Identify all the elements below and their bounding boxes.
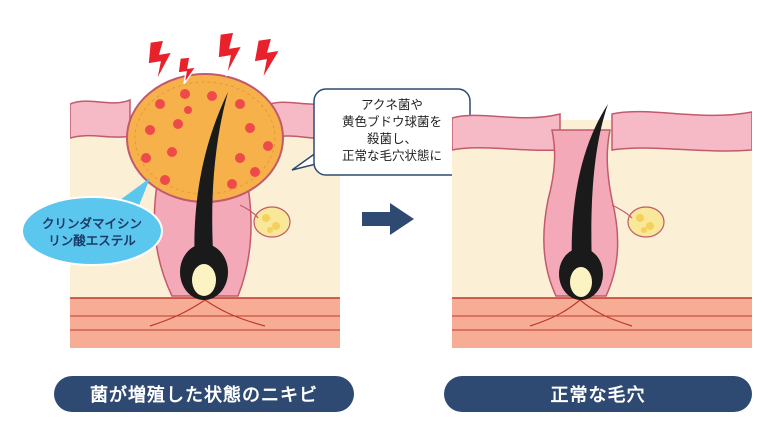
- right-sebaceous-gland: [611, 204, 665, 238]
- right-skin-cross-section: [452, 104, 752, 348]
- arrow-icon: [362, 203, 414, 235]
- speech-bubble-line: 黄色ブドウ球菌を: [341, 114, 442, 129]
- speech-bubble-line: アクネ菌や: [361, 97, 423, 112]
- right-epidermis: [452, 113, 561, 152]
- bacteria-dots: [141, 89, 273, 189]
- lightning-icon: [253, 37, 282, 81]
- medicine-label-line: リン酸エステル: [48, 233, 136, 248]
- speech-bubble-line: 殺菌し、: [366, 131, 417, 146]
- speech-bubble-line: 正常な毛穴状態に: [341, 148, 442, 163]
- medicine-label: クリンダマイシン リン酸エステル: [26, 215, 158, 249]
- medicine-label-line: クリンダマイシン: [41, 216, 142, 231]
- right-hair-shaft: [571, 104, 608, 268]
- left-epidermis: [70, 98, 131, 139]
- lightning-icon: [147, 39, 174, 83]
- right-fat-layer: [452, 298, 752, 348]
- medicine-bubble: [21, 178, 163, 266]
- left-skin-cross-section: [70, 73, 340, 348]
- left-fat-layer: [70, 298, 340, 348]
- lightning-icons: [147, 31, 282, 85]
- left-sebaceous-gland: [239, 204, 291, 238]
- right-caption: 正常な毛穴: [444, 376, 752, 412]
- right-epidermis-2: [611, 110, 752, 152]
- left-caption: 菌が増殖した状態のニキビ: [54, 376, 354, 412]
- speech-bubble-text: アクネ菌や 黄色ブドウ球菌を 殺菌し、 正常な毛穴状態に: [316, 96, 468, 164]
- lightning-icon: [177, 56, 198, 85]
- lightning-icon: [217, 31, 244, 77]
- left-hair-shaft: [194, 92, 228, 268]
